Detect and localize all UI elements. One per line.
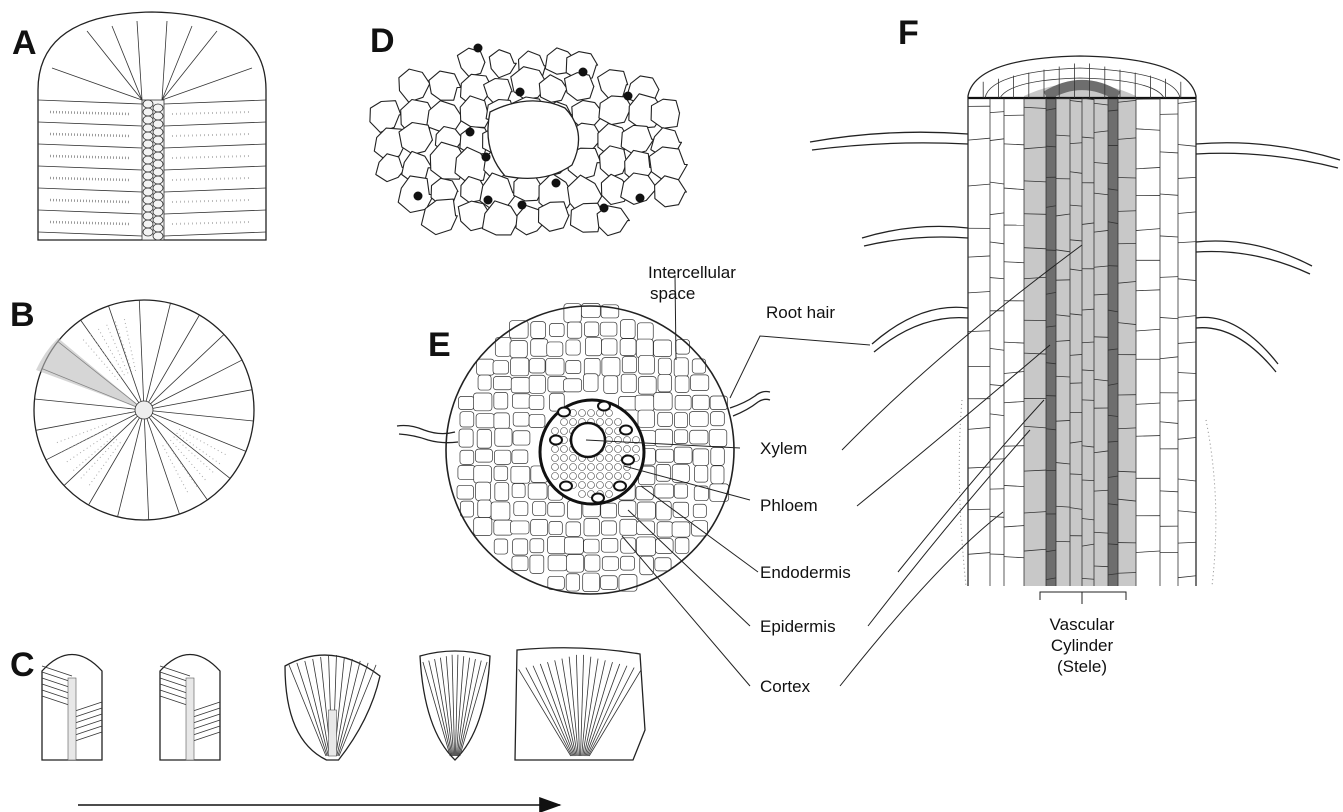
panel-b-drawing bbox=[34, 300, 254, 520]
label-xylem: Xylem bbox=[760, 439, 807, 458]
label-intercellular-line1: Intercellular bbox=[648, 263, 736, 282]
panel-letter-d: D bbox=[370, 22, 395, 60]
panel-letter-c: C bbox=[10, 646, 35, 684]
label-vascular-line3: (Stele) bbox=[1057, 657, 1107, 676]
label-endodermis: Endodermis bbox=[760, 563, 851, 582]
label-phloem: Phloem bbox=[760, 496, 818, 515]
panel-f-drawing bbox=[810, 56, 1340, 586]
panel-letter-a: A bbox=[12, 24, 37, 62]
panel-letter-b: B bbox=[10, 296, 35, 334]
panel-d-drawing bbox=[370, 44, 687, 236]
panel-letter-f: F bbox=[898, 14, 919, 52]
label-vascular-line2: Cylinder bbox=[1051, 636, 1114, 655]
panel-a-drawing bbox=[38, 12, 266, 240]
label-cortex: Cortex bbox=[760, 677, 811, 696]
label-intercellular-line2: space bbox=[650, 284, 695, 303]
label-root-hair: Root hair bbox=[766, 303, 835, 322]
panel-e-drawing bbox=[397, 304, 770, 594]
panel-c-drawing bbox=[42, 648, 645, 805]
label-vascular-line1: Vascular bbox=[1050, 615, 1115, 634]
label-epidermis: Epidermis bbox=[760, 617, 836, 636]
panel-letter-e: E bbox=[428, 326, 451, 364]
